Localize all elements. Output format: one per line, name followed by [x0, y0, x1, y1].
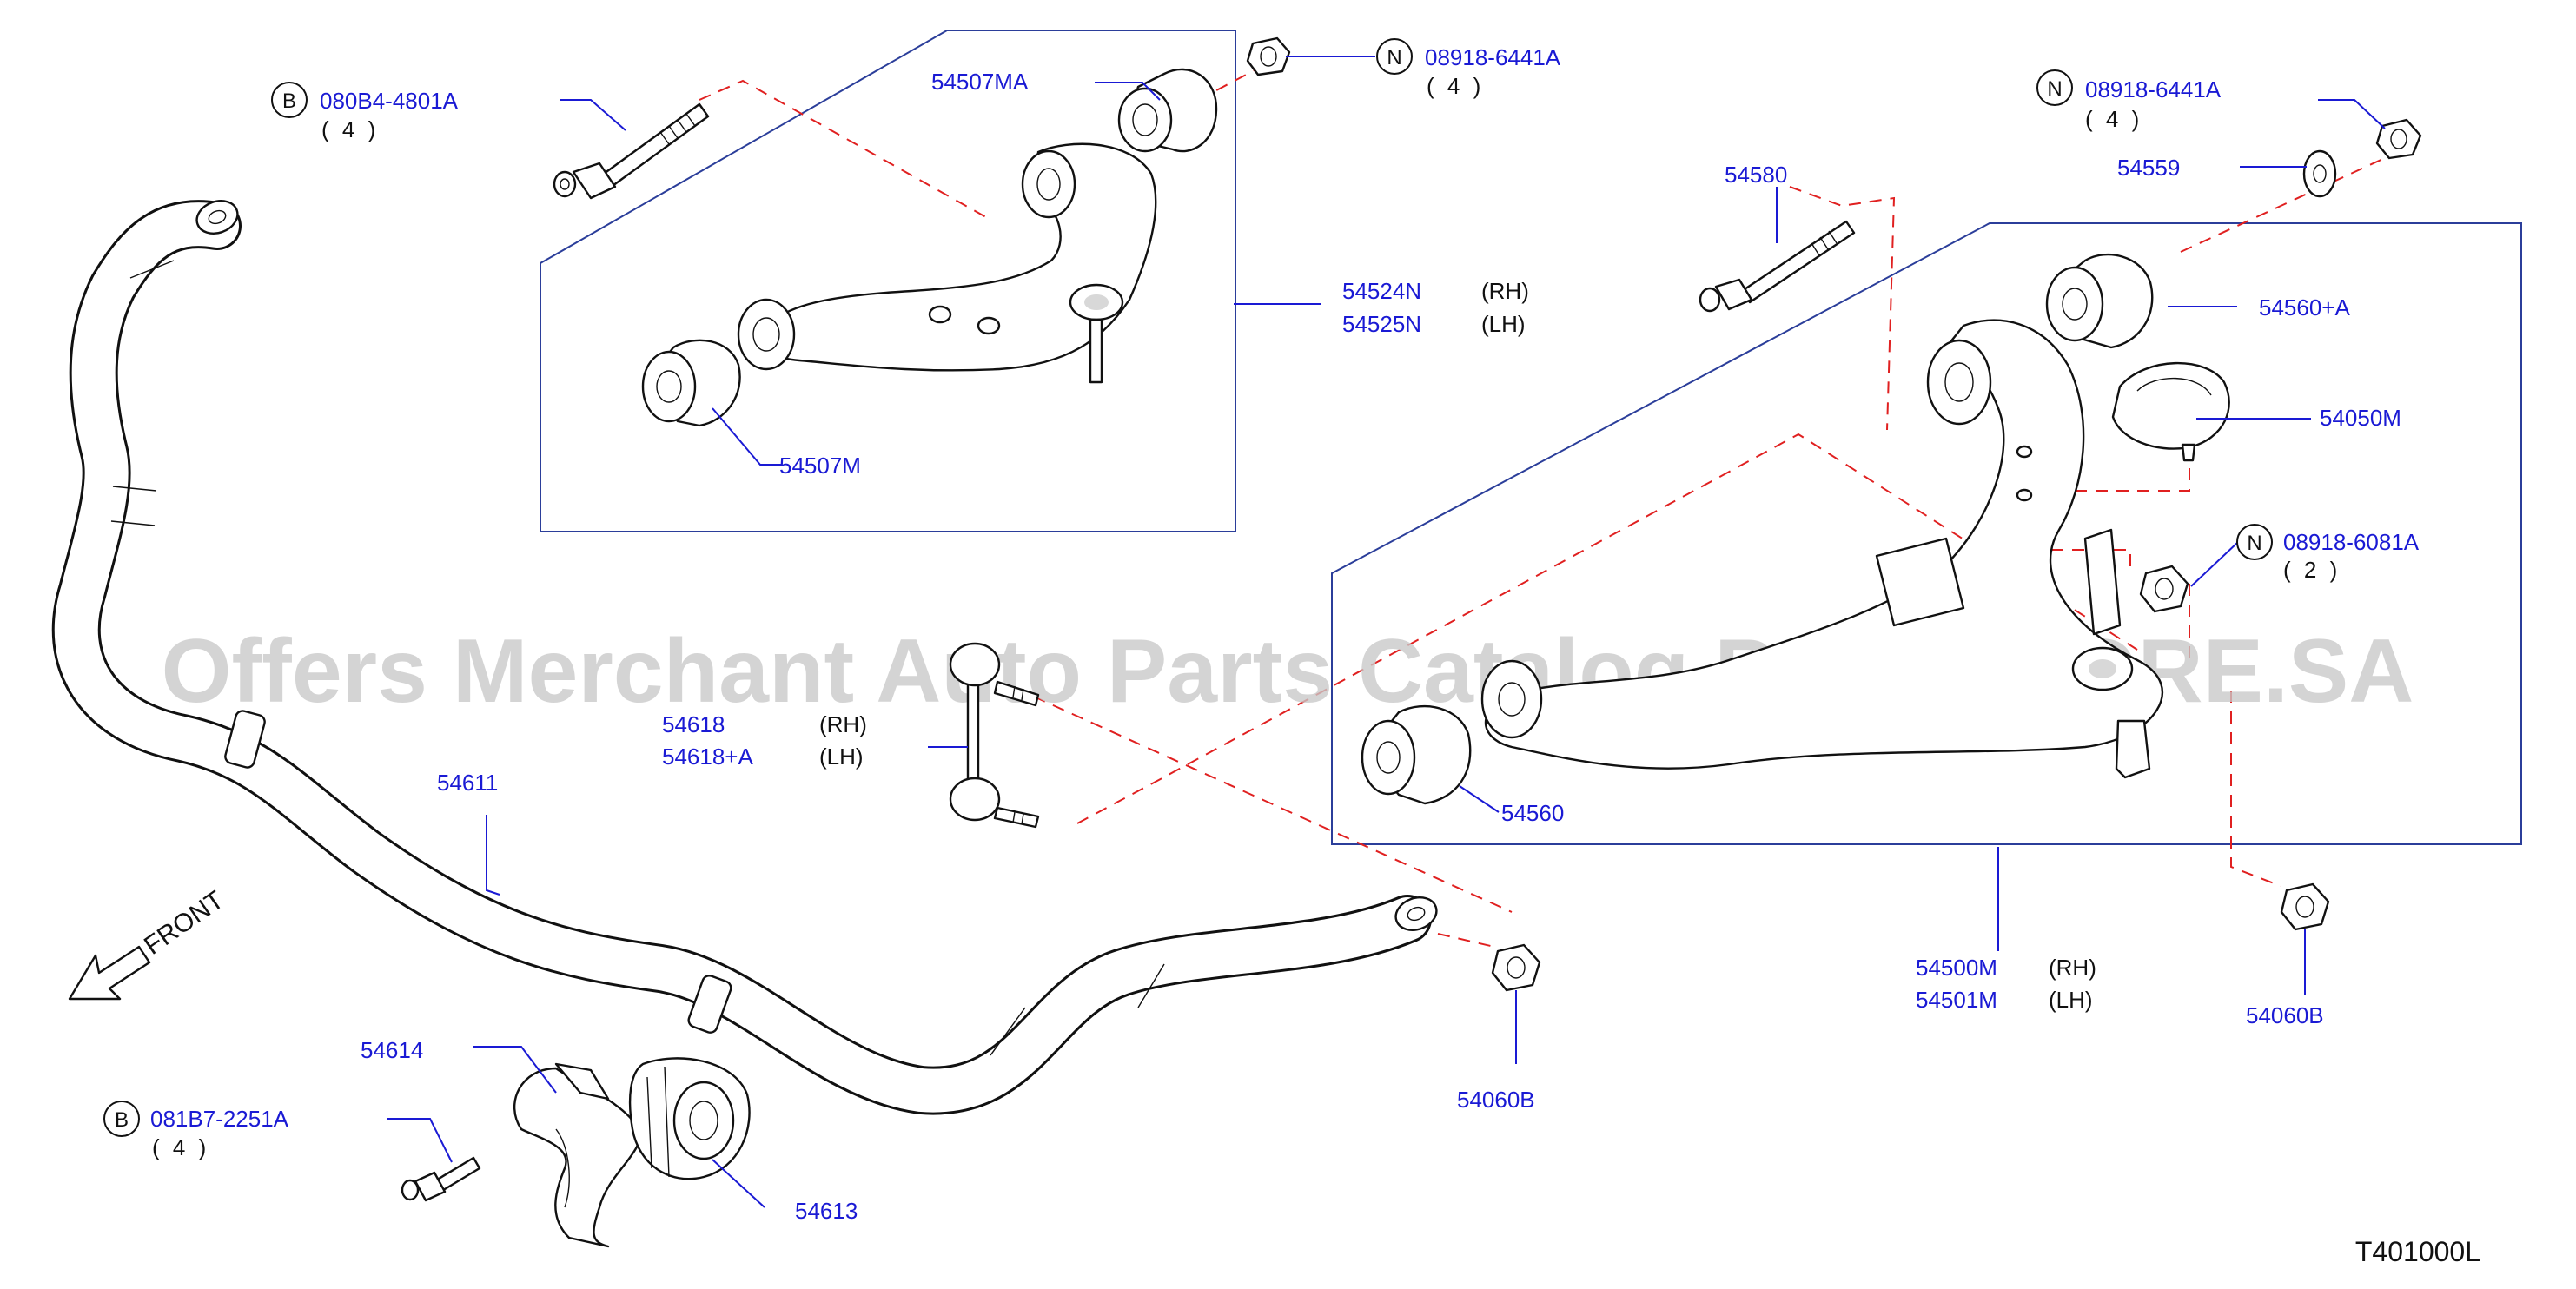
bumper-54050m-drawing — [2111, 361, 2230, 462]
bushing-54560-drawing — [1361, 705, 1472, 805]
lower-arm-group-box — [1331, 222, 2522, 845]
nut-08918-right-drawing — [2375, 118, 2422, 160]
drawing-number: T401000L — [2355, 1236, 2480, 1267]
label-54614[interactable]: 54614 — [361, 1037, 423, 1063]
upper-arm-group-box — [540, 30, 1236, 532]
qty-081b7-2251a: ( 4 ) — [152, 1134, 209, 1160]
bolt-080b4-drawing — [553, 102, 710, 200]
bolt-54580-drawing — [1699, 220, 1856, 313]
label-54618[interactable]: 54618 — [662, 711, 725, 737]
washer-54559-drawing — [2302, 149, 2337, 198]
svg-text:N: N — [1387, 46, 1401, 69]
label-54060b-right[interactable]: 54060B — [2246, 1002, 2324, 1028]
side-54525n: (LH) — [1481, 311, 1526, 337]
label-54050m[interactable]: 54050M — [2320, 405, 2401, 431]
qty-080b4-4801a: ( 4 ) — [321, 116, 379, 142]
side-54618: (RH) — [819, 711, 867, 737]
label-54507ma[interactable]: 54507MA — [931, 69, 1029, 95]
assembly-dash-lines — [699, 64, 2399, 948]
label-54501m[interactable]: 54501M — [1916, 987, 1997, 1013]
svg-text:B: B — [115, 1108, 129, 1132]
nut-08918-6081a-drawing — [2139, 565, 2189, 613]
qty-08918-6441a-upper: ( 4 ) — [1427, 73, 1484, 99]
svg-text:N: N — [2047, 77, 2062, 101]
label-54580[interactable]: 54580 — [1725, 162, 1787, 188]
label-08918-6441a-upper[interactable]: 08918-6441A — [1425, 44, 1561, 70]
label-08918-6441a-right[interactable]: 08918-6441A — [2085, 76, 2222, 102]
front-label: FRONT — [139, 885, 229, 960]
lower-arm-drawing — [1480, 319, 2164, 779]
nut-08918-upper-drawing — [1246, 36, 1291, 76]
bushing-54507m-drawing — [641, 339, 741, 427]
svg-text:N: N — [2247, 532, 2261, 555]
label-080b4-4801a[interactable]: 080B4-4801A — [320, 88, 459, 114]
stabilizer-link-drawing — [949, 642, 1040, 829]
bolt-symbol-081b7: B — [103, 1101, 140, 1137]
nut-54060b-right-drawing — [2280, 882, 2330, 931]
label-54500m[interactable]: 54500M — [1916, 955, 1997, 981]
bolt-081b7-drawing — [401, 1156, 481, 1202]
nut-symbol-08918-upper: N — [1376, 38, 1413, 75]
label-54560[interactable]: 54560 — [1501, 800, 1564, 826]
upper-arm-drawing — [737, 142, 1157, 384]
side-54501m: (LH) — [2049, 987, 2093, 1013]
label-08918-6081a[interactable]: 08918-6081A — [2283, 529, 2420, 555]
label-54060b-center[interactable]: 54060B — [1457, 1087, 1535, 1113]
side-54524n: (RH) — [1481, 278, 1529, 304]
label-54613[interactable]: 54613 — [795, 1198, 858, 1224]
label-54524n[interactable]: 54524N — [1342, 278, 1421, 304]
label-54559[interactable]: 54559 — [2117, 155, 2180, 181]
front-arrow — [68, 945, 151, 1001]
label-54507m[interactable]: 54507M — [779, 453, 861, 479]
nut-symbol-08918-right: N — [2036, 69, 2073, 106]
side-54500m: (RH) — [2049, 955, 2096, 981]
svg-text:B: B — [282, 89, 296, 113]
label-54618a[interactable]: 54618+A — [662, 744, 753, 770]
bushing-54560a-drawing — [2045, 254, 2154, 349]
clamp-54614-drawing — [513, 1062, 641, 1248]
label-54611[interactable]: 54611 — [437, 770, 498, 796]
label-54525n[interactable]: 54525N — [1342, 311, 1421, 337]
bushing-54613-drawing — [628, 1057, 751, 1180]
qty-08918-6081a: ( 2 ) — [2283, 557, 2341, 583]
qty-08918-6441a-right: ( 4 ) — [2085, 106, 2142, 132]
label-081b7-2251a[interactable]: 081B7-2251A — [150, 1106, 289, 1132]
leader-lines — [387, 56, 2386, 1208]
side-54618a: (LH) — [819, 744, 864, 770]
nut-symbol-08918-6081: N — [2236, 524, 2273, 560]
bolt-symbol-080b4: B — [271, 82, 308, 118]
stabilizer-bar-drawing — [51, 199, 1438, 1115]
label-54560a[interactable]: 54560+A — [2259, 294, 2350, 321]
nut-54060b-center-drawing — [1491, 943, 1541, 992]
